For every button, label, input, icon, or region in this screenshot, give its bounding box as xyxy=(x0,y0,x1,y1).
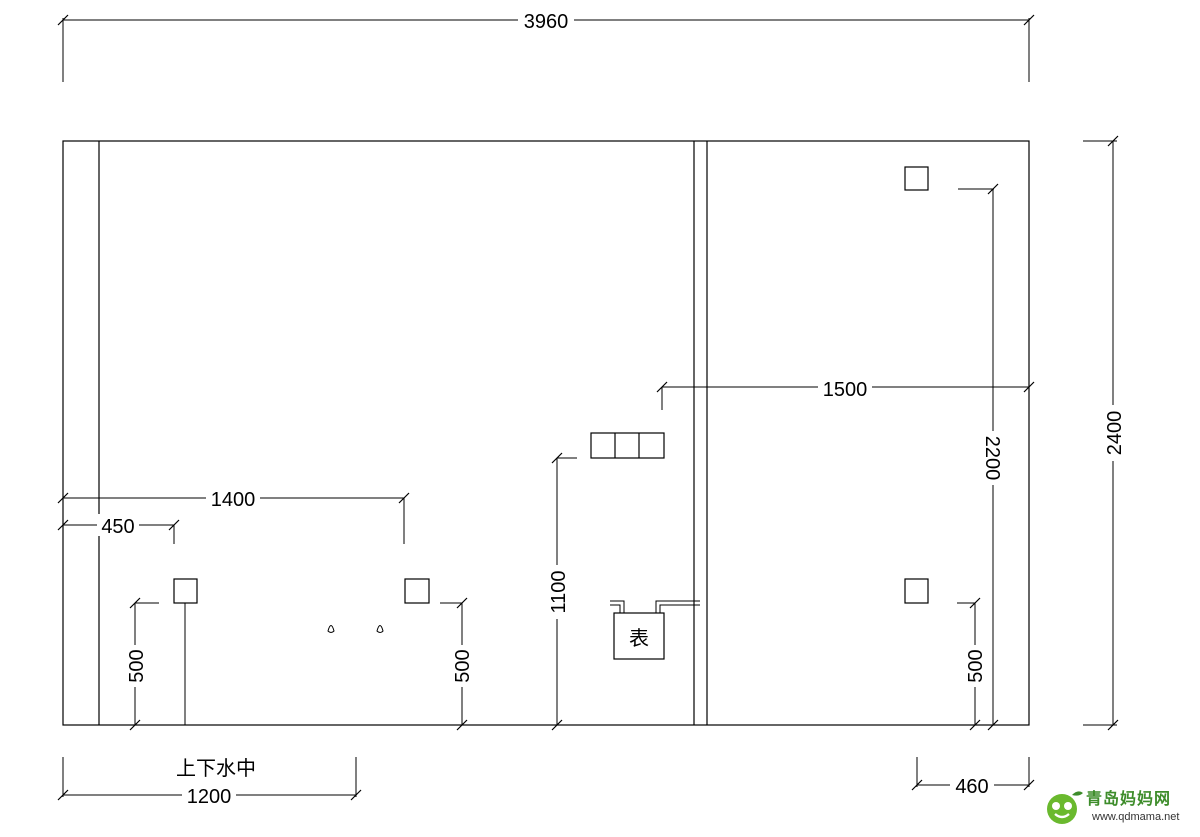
water-meter-box: 表 xyxy=(610,600,700,660)
dimension-left-fixture-offset: 1400 xyxy=(57,487,410,544)
dim-meter-height-label: 1100 xyxy=(548,570,570,613)
outlet-box-top-right xyxy=(904,166,929,191)
dim-right-outlet-height-label: 500 xyxy=(965,649,987,682)
outlet-box-bottom-right xyxy=(904,578,929,604)
dim-middle-outlet-height-label: 500 xyxy=(452,649,474,682)
watermark: 青岛妈妈网 www.qdmama.net xyxy=(1042,785,1192,831)
triple-box xyxy=(590,432,665,459)
dimension-overall-height: 2400 xyxy=(1083,135,1126,731)
faucet-markers xyxy=(327,625,384,633)
watermark-title: 青岛妈妈网 xyxy=(1086,789,1172,808)
dim-left-small-offset-label: 450 xyxy=(101,516,134,538)
watermark-url: www.qdmama.net xyxy=(1092,811,1180,823)
dim-overall-width-label: 3960 xyxy=(524,11,569,33)
dimension-bottom-right-span: 460 xyxy=(911,757,1035,798)
outlet-box-left xyxy=(173,578,198,604)
water-note-label: 上下水中 xyxy=(176,756,256,780)
meter-label: 表 xyxy=(629,626,649,650)
dim-meter-offset-label: 1500 xyxy=(823,379,868,401)
dimension-left-outlet-height: 500 xyxy=(125,597,159,731)
dimension-overall-width: 3960 xyxy=(57,8,1035,82)
dimension-right-riser: 2200 xyxy=(958,183,1006,731)
wall-frame xyxy=(62,140,1030,726)
dim-bottom-left-span-label: 1200 xyxy=(187,786,232,808)
dim-bottom-right-span-label: 460 xyxy=(955,776,988,798)
dimension-bottom-left-span: 1200 xyxy=(57,757,362,808)
dimension-right-outlet-height: 500 xyxy=(957,597,988,731)
dimension-meter-offset: 1500 xyxy=(656,376,1035,410)
dimension-meter-height: 1100 xyxy=(547,452,577,731)
dimension-left-small-offset: 450 xyxy=(57,514,180,544)
dim-left-outlet-height-label: 500 xyxy=(126,649,148,682)
watermark-logo-icon xyxy=(1047,791,1083,824)
dimension-middle-outlet-height: 500 xyxy=(440,597,476,731)
dim-left-fixture-offset-label: 1400 xyxy=(211,489,256,511)
dim-overall-height-label: 2400 xyxy=(1104,411,1126,456)
dim-right-riser-label: 2200 xyxy=(981,436,1003,481)
outlet-box-middle xyxy=(404,578,430,604)
